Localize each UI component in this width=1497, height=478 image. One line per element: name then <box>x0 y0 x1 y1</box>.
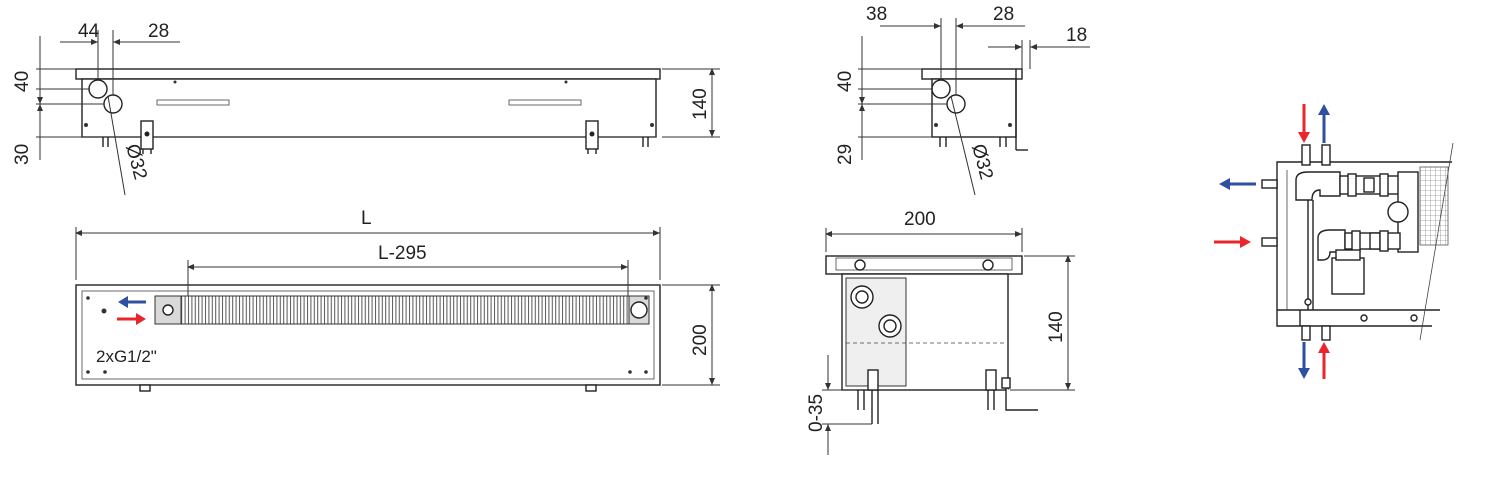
front-slot-right <box>508 99 582 106</box>
detail-bottom-inflow-arrow <box>1318 342 1330 379</box>
side-elevation-view: 38 28 18 40 29 Ø32 <box>835 4 1090 196</box>
front-dim-40: 40 <box>12 71 33 92</box>
section-dim-0-35: 0-35 <box>806 394 827 432</box>
side-dim-40: 40 <box>835 71 856 92</box>
front-foot-left <box>140 120 154 154</box>
detail-bottom-outflow-arrow <box>1298 342 1310 379</box>
side-dim-18: 18 <box>1066 25 1087 46</box>
plan-dim-200: 200 <box>690 324 711 356</box>
front-elevation-view: 44 28 40 30 140 Ø32 <box>12 21 720 196</box>
front-pipe-upper <box>88 79 108 99</box>
front-dim-28: 28 <box>148 21 169 42</box>
plan-dim-L295: L-295 <box>378 243 427 264</box>
front-dim-140: 140 <box>690 88 711 120</box>
side-dim-dia: Ø32 <box>967 142 997 182</box>
detail-heat-exchanger <box>1419 166 1449 246</box>
plan-thread-label: 2xG1/2" <box>96 347 157 366</box>
plan-view: L L-295 200 2xG1/2" <box>75 208 720 392</box>
front-body <box>81 78 657 138</box>
section-foot-right <box>985 369 1038 411</box>
section-dim-140: 140 <box>1046 311 1067 343</box>
detail-pipework <box>1261 144 1419 341</box>
front-foot-right <box>585 120 599 154</box>
detail-side-inflow-arrow <box>1214 236 1251 248</box>
side-dim-38: 38 <box>866 4 887 25</box>
section-foot-left <box>857 369 879 424</box>
front-dim-30: 30 <box>12 144 33 165</box>
plan-outflow-arrow <box>118 296 146 308</box>
detail-side-outflow-arrow <box>1219 178 1256 190</box>
connection-detail-view <box>1214 104 1454 379</box>
side-dim-29: 29 <box>835 144 856 165</box>
front-dim-44: 44 <box>78 21 100 42</box>
plan-inflow-arrow <box>117 313 146 325</box>
front-top-flange <box>75 68 661 80</box>
section-dim-200: 200 <box>904 209 936 230</box>
front-pipe-lower <box>103 94 123 114</box>
plan-heat-exchanger-fins <box>180 295 630 325</box>
front-slot-left <box>156 99 230 106</box>
plan-dim-L: L <box>361 208 372 229</box>
detail-top-outflow-arrow <box>1318 104 1330 143</box>
section-view: 200 140 0-35 <box>806 209 1075 455</box>
detail-top-inflow-arrow <box>1298 104 1310 143</box>
side-dim-28: 28 <box>993 4 1014 25</box>
